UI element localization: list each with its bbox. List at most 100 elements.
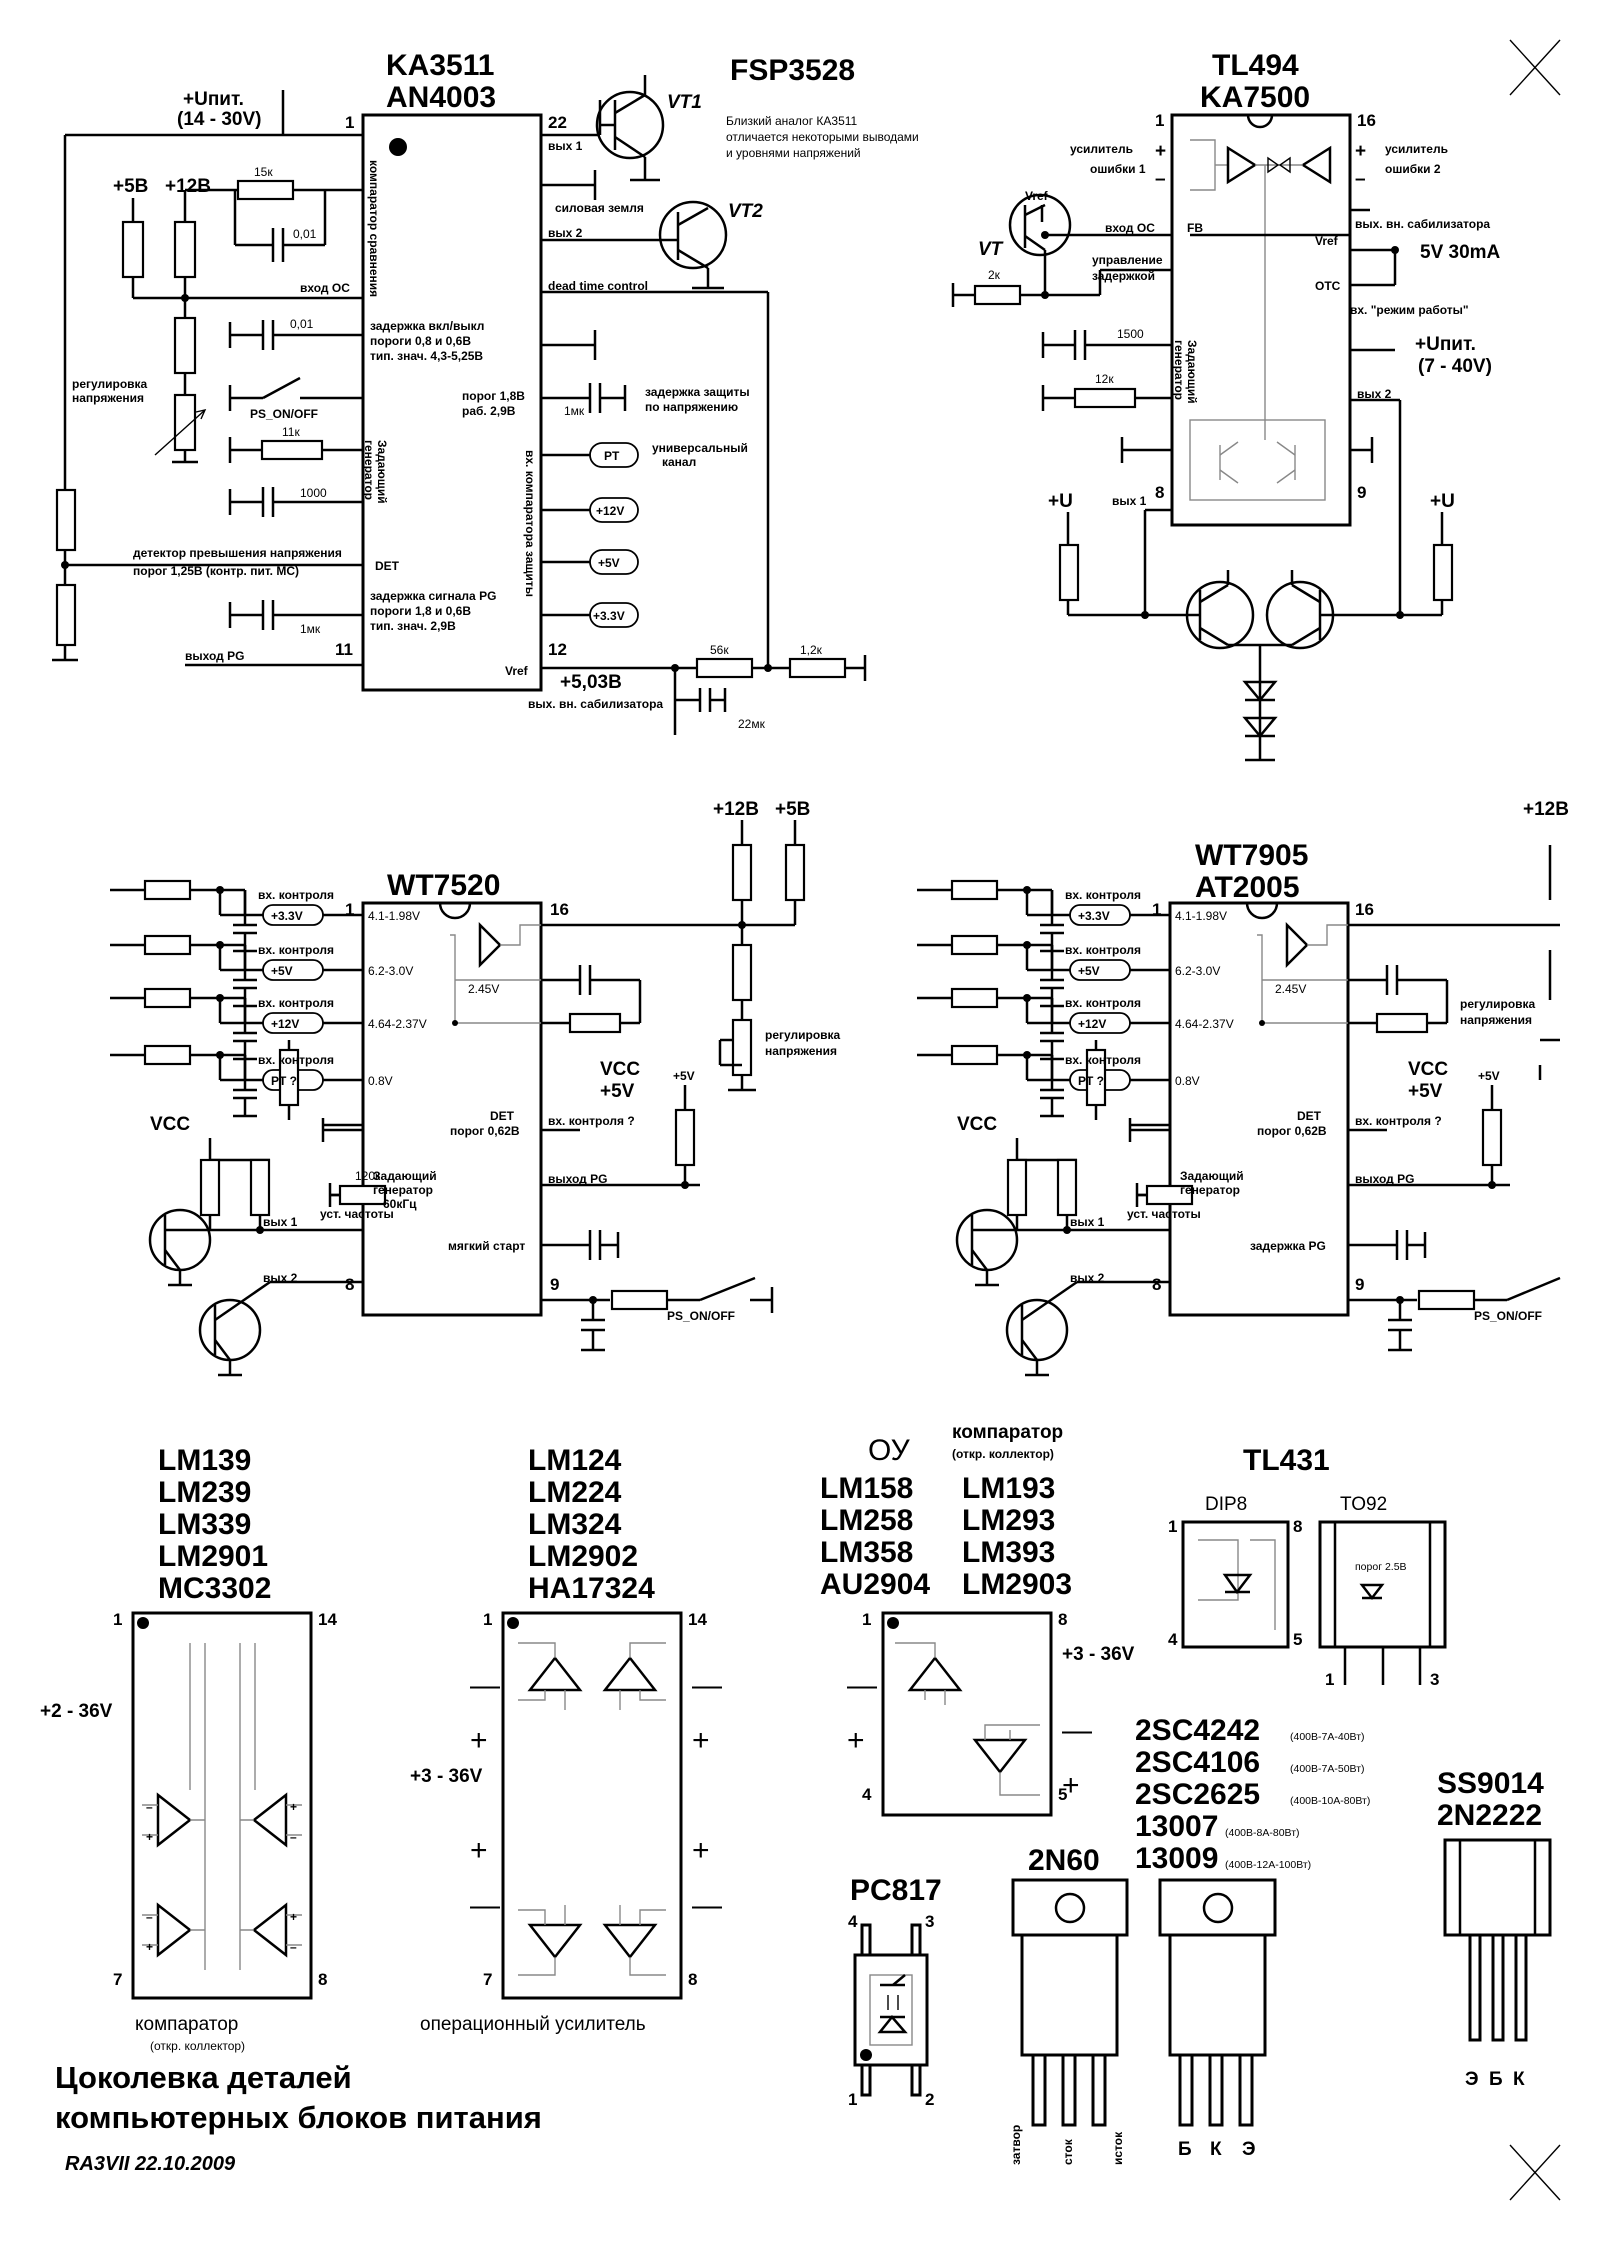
tl494-dt-1: управление [1092,253,1163,267]
lm139-pin-14: 14 [318,1610,337,1629]
pwr-2sc4242-spec: (400В-7А-40Вт) [1290,1731,1365,1743]
tl494-gen-2: генератор [1172,340,1186,400]
lm393-name: LM393 [962,1536,1055,1569]
ka3511-comp: компаратор сравнения [367,160,381,297]
pwr-2sc2625-spec: (400В-10А-80Вт) [1290,1795,1370,1807]
input-pill-text: +3.3V [1078,909,1110,923]
ka3511-thr-1: порог 1,8В [462,389,525,403]
wt7520-vcc-2: +5V [600,1081,635,1102]
lm124-supply: +3 - 36V [410,1766,483,1787]
2n2222-name: 2N2222 [1437,1799,1542,1832]
tl431-dip-body [1181,1520,1290,1649]
svg-text:+: + [470,1724,488,1757]
ka3511-pg-out: выход PG [185,649,244,663]
lm258-name: LM258 [820,1504,913,1537]
ka3511-det: DET [375,559,400,573]
out2-label: вых 2 [1070,1271,1105,1285]
wt7905-rail: +12В [1523,799,1569,820]
input-range: 0.8V [368,1074,393,1088]
tl494-otc: OTC [1315,279,1341,293]
tl494-plus-1: + [1155,141,1166,162]
input-pill [262,904,324,926]
pill-12v: +12V [596,504,624,518]
lm339-name: LM339 [158,1508,251,1541]
input-pill-text: +12V [271,1017,299,1031]
ka3511-note-3: и уровнями напряжений [726,146,861,160]
tl494-vt: VT [978,239,1004,260]
c-1mk-b: 1мк [564,404,585,418]
freq-label: уст. частоты [320,1207,394,1221]
junction [256,1226,264,1234]
input-range: 4.64-2.37V [1175,1017,1234,1031]
ka3511-det-note-1: детектор превышения напряжения [133,546,342,560]
wt7905-pg: выход PG [1355,1172,1414,1186]
input-pill [262,1012,324,1034]
wt7905-pin-16: 16 [1355,900,1374,919]
input-label: вх. контроля [258,943,334,957]
mc3302-name: MC3302 [158,1572,271,1605]
input-label: вх. контроля [1065,943,1141,957]
ka3511-chip-body [361,113,543,692]
rail-5v: +5В [113,176,148,197]
tl494-fb: вход ОС [1105,221,1155,235]
ka3511-det-note-2: порог 1,25В (контр. пит. МС) [133,564,299,578]
input-resistor [143,987,192,1009]
sheet-author: RA3VII 22.10.2009 [65,2153,236,2175]
transistor-1 [148,1208,212,1272]
svg-text:–: – [146,1910,153,1924]
wt7905-plus5: +5V [1478,1069,1500,1083]
wt7520-soft: мягкий старт [448,1239,525,1253]
c-001-b: 0,01 [290,317,314,331]
bjt-pin-e: Э [1242,2139,1256,2160]
bias-resistor [1056,1158,1078,1217]
tl494-pin-9: 9 [1357,483,1366,502]
wt7905-reg-1: регулировка [1460,997,1536,1011]
gen-label-2: генератор [373,1183,433,1197]
wt7520-r120: 120к [355,1169,381,1183]
lm158-head-right-2: (откр. коллектор) [952,1447,1054,1461]
out1-label: вых 1 [1070,1215,1105,1229]
pwr-13009-spec: (400В-12А-100Вт) [1225,1859,1311,1871]
wire [1021,1280,1078,1322]
wt7520-pin-9: 9 [550,1275,559,1294]
transistor-1 [955,1208,1019,1272]
r-11k: 11к [282,425,300,439]
wt7905-vcc-1: VCC [1408,1059,1448,1080]
ka3511-pin-22: 22 [548,113,567,132]
wt7905-reg-2: напряжения [1460,1013,1532,1027]
wt7520-name: WT7520 [387,869,500,902]
pwr-2sc4106-spec: (400В-7А-50Вт) [1290,1763,1365,1775]
pc817-name: PC817 [850,1874,942,1907]
pwr-2sc4242: 2SC4242 [1135,1714,1260,1747]
wt7905-vcc-2: +5V [1408,1081,1443,1102]
lm124-pin-14: 14 [688,1610,707,1629]
tl431-dip-pin-1: 1 [1168,1517,1177,1536]
input-range: 4.64-2.37V [368,1017,427,1031]
wt7905-det-1: DET [1297,1109,1322,1123]
lm139-supply: +2 - 36V [40,1701,113,1722]
input-label: вх. контроля [258,888,334,902]
gen-label-3: 60кГц [383,1197,417,1211]
vt2-label: VT2 [728,201,763,222]
input-range: 6.2-3.0V [1175,964,1220,978]
lm158-pin-4: 4 [862,1785,872,1804]
lm224-name: LM224 [528,1476,622,1509]
wt7520-pin-1: 1 [345,900,354,919]
tl494-minus-2: – [1355,169,1366,190]
tl431-thr: порог 2.5В [1355,1561,1407,1573]
ka3511-section: KA3511 AN4003 FSP3528 Близкий аналог КА3… [52,49,919,735]
pc817-pin-2: 2 [925,2090,934,2109]
wt7520-ref: 2.45V [468,982,499,996]
bias-resistor [249,1158,271,1217]
wt7905-ref: 2.45V [1275,982,1306,996]
ka3511-dtc: dead time control [548,279,648,293]
lm158-pin-8: 8 [1058,1610,1067,1629]
svg-text:—: — [692,1669,722,1702]
vcc-left-label: VCC [150,1114,190,1135]
lm358-name: LM358 [820,1536,913,1569]
wt7520-section: WT7520 1 16 8 9 2.45V +12В +5В [345,799,841,1352]
tl494-out1: вых 1 [1112,494,1147,508]
at2005-name: AT2005 [1195,871,1300,904]
input-pill [1069,1012,1131,1034]
wire [1021,1339,1038,1361]
